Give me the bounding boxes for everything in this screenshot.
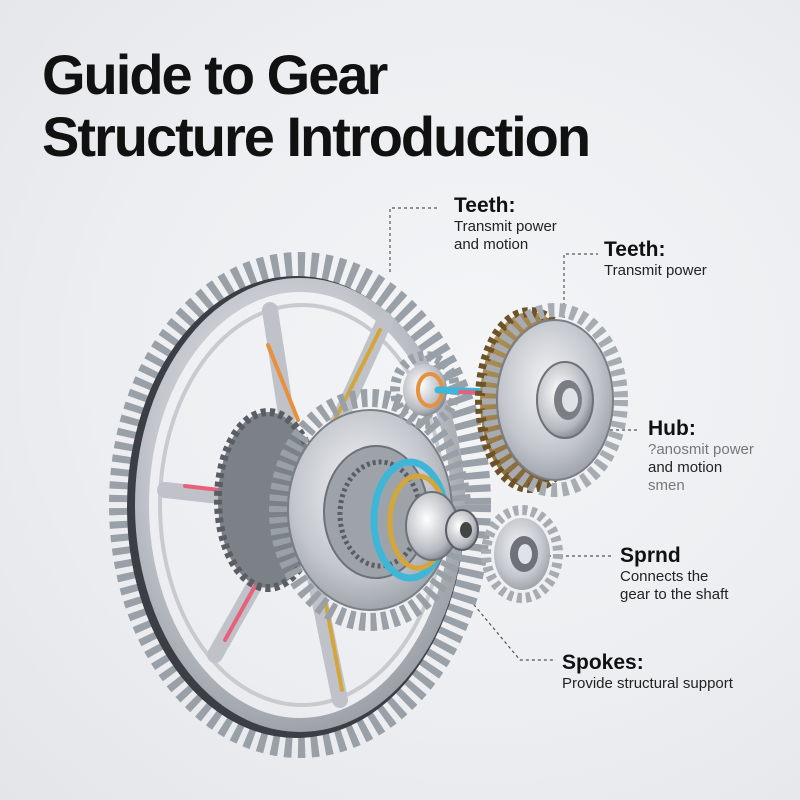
callout-teeth-1: Teeth: Transmit power and motion <box>454 194 564 254</box>
callout-spindle: Sprnd Connects the gear to the shaft <box>620 544 740 604</box>
large-gear-rim <box>135 278 465 732</box>
right-gear <box>475 303 628 497</box>
callout-teeth-2-desc-1: Transmit power <box>604 262 707 279</box>
callout-hub-desc-3: smen <box>648 477 685 494</box>
callout-teeth-2-heading: Teeth: <box>604 238 666 261</box>
title-line-1: Guide to Gear <box>42 43 388 106</box>
callout-teeth-1-desc-2: and motion <box>454 236 529 253</box>
title-line-2: Structure Introduction <box>42 105 591 168</box>
callout-hub-desc-1: ?anosmit power <box>648 441 754 458</box>
callout-spindle-desc-2: gear to the shaft <box>620 586 729 603</box>
large-gear-teeth <box>109 252 491 758</box>
callout-teeth-1-desc-1: Transmit power <box>454 218 557 235</box>
leader-teeth-2 <box>563 253 598 318</box>
callout-teeth-2: Teeth: Transmit power <box>604 238 707 280</box>
leader-spokes <box>469 599 556 661</box>
callout-spokes-desc-1: Provide structural support <box>562 675 733 692</box>
callout-hub-desc-2: and motion <box>648 459 723 476</box>
callout-spokes-heading: Spokes: <box>562 651 644 674</box>
callout-spindle-desc-1: Connects the <box>620 568 709 585</box>
spindle-gear <box>481 505 563 603</box>
callout-hub-heading: Hub: <box>648 417 696 440</box>
callout-teeth-1-heading: Teeth: <box>454 194 516 217</box>
hub-bearing <box>370 458 479 582</box>
callout-spokes: Spokes: Provide structural support <box>562 651 733 693</box>
callout-hub: Hub: ?anosmit power and motion smen <box>648 417 768 495</box>
large-gear <box>109 252 491 758</box>
page-title: Guide to Gear Structure Introduction <box>42 43 591 168</box>
leader-teeth-1 <box>389 207 440 272</box>
callout-spindle-heading: Sprnd <box>620 544 681 567</box>
